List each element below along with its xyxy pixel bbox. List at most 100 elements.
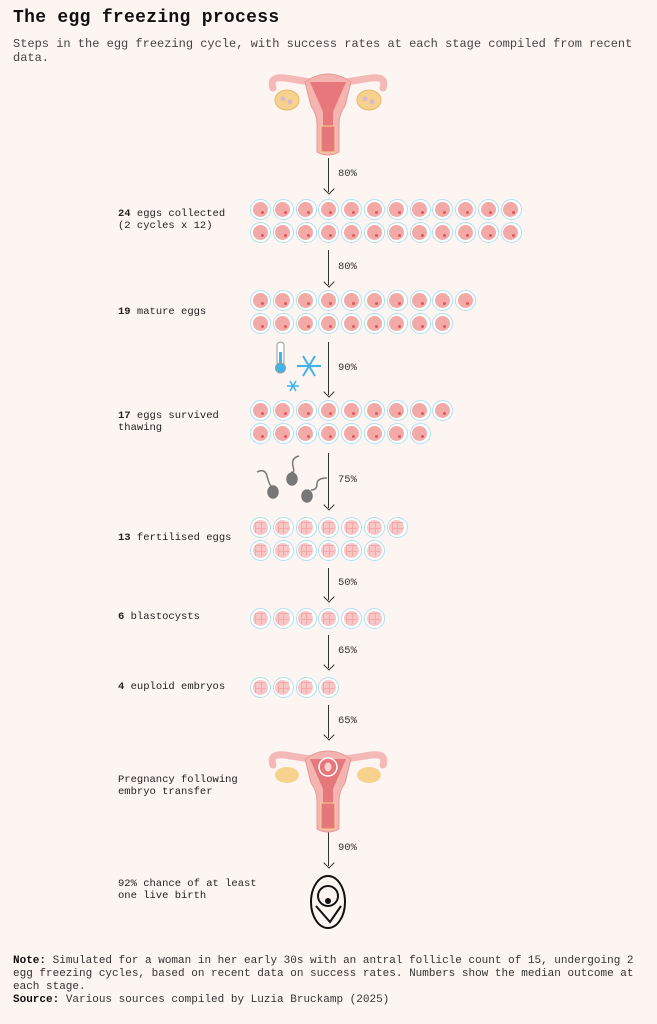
stage-text: mature eggs xyxy=(130,306,207,318)
egg-icon xyxy=(250,222,271,243)
pregnancy-label: Pregnancy following embryo transfer xyxy=(118,774,238,798)
thermometer-snowflake-icon xyxy=(275,341,321,392)
embryo-icon xyxy=(295,677,317,698)
stage-label: 13 fertilised eggs xyxy=(118,532,258,544)
egg-icon xyxy=(478,199,499,220)
embryo-icon xyxy=(341,517,363,538)
egg-icon xyxy=(341,199,363,220)
stage-label: 6 blastocysts xyxy=(118,611,258,623)
egg-icon xyxy=(295,400,317,421)
success-rate: 50% xyxy=(338,577,357,589)
arrow-line xyxy=(328,832,329,866)
egg-icon xyxy=(364,313,385,334)
success-rate: 90% xyxy=(338,361,357,374)
success-rate: 65% xyxy=(338,644,357,657)
down-arrow xyxy=(322,453,335,511)
embryo-icon xyxy=(250,677,271,698)
egg-icon xyxy=(409,400,431,421)
egg-icon xyxy=(386,423,408,444)
stage-count: 4 xyxy=(118,681,125,693)
arrow-head xyxy=(322,729,335,741)
embryo-icon xyxy=(364,608,385,629)
source-label: Source: xyxy=(13,994,60,1006)
embryo-icon xyxy=(364,540,385,561)
egg-icon xyxy=(432,199,454,220)
egg-icon xyxy=(364,222,385,243)
success-rate: 80% xyxy=(338,260,357,273)
arrow-head xyxy=(322,276,335,288)
embryo-icon xyxy=(250,517,271,538)
egg-icon xyxy=(341,290,363,311)
egg-icon xyxy=(295,423,317,444)
egg-icon xyxy=(318,199,340,220)
egg-icon xyxy=(318,400,340,421)
egg-icon xyxy=(250,290,271,311)
egg-icon xyxy=(364,290,385,311)
egg-icon xyxy=(250,400,271,421)
egg-icon xyxy=(478,222,499,243)
egg-icon xyxy=(386,199,408,220)
down-arrow xyxy=(322,635,335,671)
embryo-icon xyxy=(272,517,294,538)
egg-icon xyxy=(318,222,340,243)
egg-icon xyxy=(386,313,408,334)
egg-icon xyxy=(500,199,522,220)
arrow-line xyxy=(328,635,329,668)
stage-text: blastocysts xyxy=(124,611,200,623)
egg-icon xyxy=(272,199,294,220)
embryo-icon xyxy=(341,540,363,561)
success-rate: 80% xyxy=(338,168,357,180)
note-text: Simulated for a woman in her early 30s w… xyxy=(13,955,634,993)
embryo-icon xyxy=(318,540,340,561)
arrow-line xyxy=(328,453,329,508)
stage-count: 13 xyxy=(118,532,131,544)
birth-label: 92% chance of at least one live birth xyxy=(118,878,257,902)
down-arrow xyxy=(322,705,335,741)
embryo-icon xyxy=(295,540,317,561)
egg-icon xyxy=(409,423,431,444)
stage-label: 24 eggs collected(2 cycles x 12) xyxy=(118,208,258,232)
embryo-icon xyxy=(295,608,317,629)
subtitle: Steps in the egg freezing cycle, with su… xyxy=(13,37,633,65)
embryo-icon xyxy=(341,608,363,629)
egg-icon xyxy=(432,222,454,243)
egg-icon xyxy=(455,290,477,311)
egg-icon xyxy=(432,313,454,334)
embryo-icon xyxy=(318,608,340,629)
arrow-head xyxy=(322,591,335,603)
embryo-icon xyxy=(318,677,340,698)
egg-icon xyxy=(432,400,454,421)
stage-label: 19 mature eggs xyxy=(118,306,258,318)
egg-icon xyxy=(272,423,294,444)
egg-icon xyxy=(295,290,317,311)
egg-icon xyxy=(250,313,271,334)
page-title: The egg freezing process xyxy=(13,8,280,28)
stage-text: eggs collected xyxy=(130,208,226,220)
egg-icon xyxy=(295,313,317,334)
embryo-icon xyxy=(272,608,294,629)
stage-count: 24 xyxy=(118,208,131,220)
stage-text-line2: thawing xyxy=(118,422,163,434)
success-rate: 90% xyxy=(338,842,357,854)
stage-text: fertilised eggs xyxy=(130,532,232,544)
stage-label: 4 euploid embryos xyxy=(118,681,258,693)
stage-text-line2: (2 cycles x 12) xyxy=(118,220,213,232)
egg-icon xyxy=(432,290,454,311)
egg-icon xyxy=(500,222,522,243)
pregnant-uterus-icon xyxy=(268,750,388,833)
egg-icon xyxy=(250,423,271,444)
stage-count: 19 xyxy=(118,306,131,318)
egg-icon xyxy=(272,400,294,421)
down-arrow xyxy=(322,342,335,398)
arrow-head xyxy=(322,857,335,869)
embryo-icon xyxy=(272,540,294,561)
embryo-icon xyxy=(250,540,271,561)
egg-icon xyxy=(272,290,294,311)
egg-icon xyxy=(386,400,408,421)
arrow-line xyxy=(328,342,329,395)
egg-icon xyxy=(318,313,340,334)
down-arrow xyxy=(322,158,335,195)
egg-icon xyxy=(364,199,385,220)
note-label: Note: xyxy=(13,955,47,967)
egg-icon xyxy=(341,222,363,243)
